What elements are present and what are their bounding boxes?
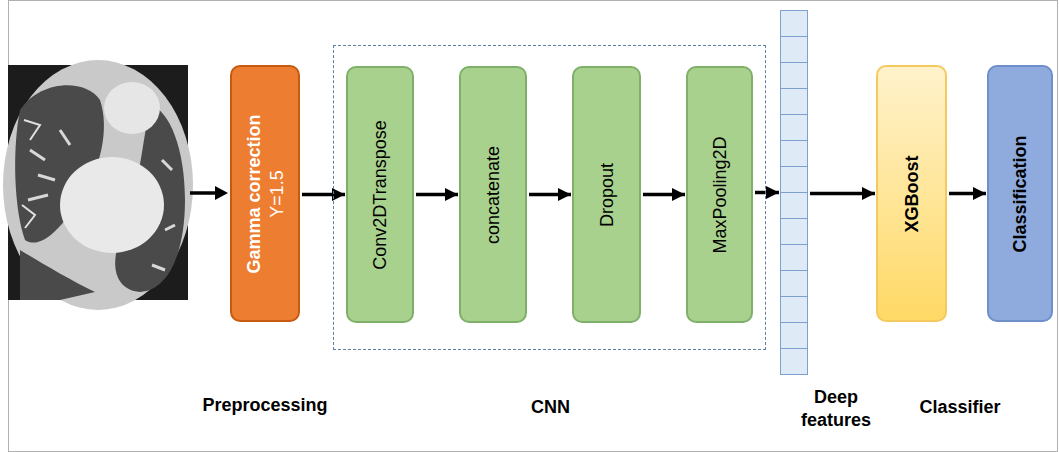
feature-vector: Deep features [780,10,808,375]
box-label: XGBoost [900,155,923,232]
flow-arrow [302,193,345,197]
flow-arrow [643,193,685,197]
flow-arrow [755,191,779,195]
input-arrow [190,186,228,200]
box-label: Classification [1009,135,1032,252]
box-label: concatenate [482,145,505,243]
box-heading: CNN [334,396,767,419]
box-label: Υ=1.5 [265,114,288,273]
layer-box: concatenate [459,66,527,323]
layer-box: Conv2DTranspose [346,66,414,323]
flow-arrow [416,193,458,197]
layer-box: MaxPooling2D [686,66,753,323]
box-label: MaxPooling2D [708,136,731,253]
flow-arrow [810,192,875,196]
preprocessing-box: Gamma correctionΥ=1.5 [230,65,300,322]
box-label: Conv2DTranspose [369,120,392,269]
stage-label: Preprocessing [165,394,365,417]
flow-arrow [529,193,571,197]
box-label: Gamma correction [243,114,266,273]
flow-arrow [949,192,986,196]
box-label: Dropout [595,162,618,226]
layer-box: Dropout [572,66,641,323]
ct-scan-image [3,60,193,310]
figure-frame [9,1,1058,452]
box-heading: Deep features [791,386,881,431]
cnn-group: CNNConv2DTransposeconcatenateDropoutMaxP… [333,45,766,350]
classifier-box: XGBoost [876,65,947,322]
output-box: Classification [987,65,1053,322]
stage-label: Classifier [860,396,1059,419]
